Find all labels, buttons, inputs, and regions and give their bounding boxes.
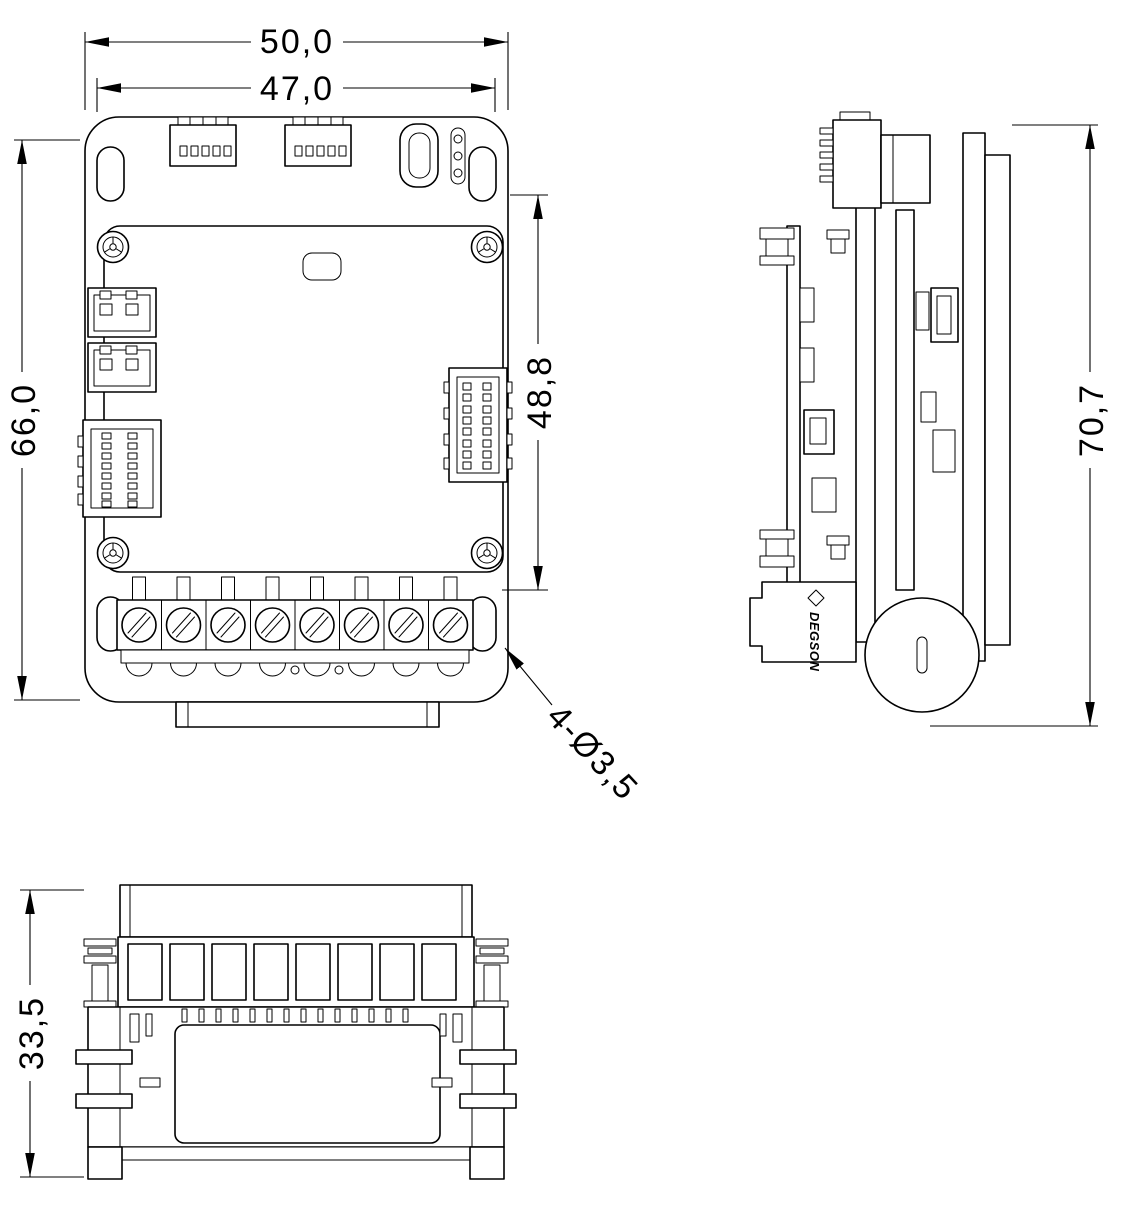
screw-bottom-left [96,536,130,570]
side-components [799,287,959,513]
bottom-housing [119,884,473,938]
degson-logo-diamond [807,589,825,607]
dim-side-overall-height: 70,7 [930,124,1111,727]
side-top-connector [819,111,931,209]
dim-label-50: 50,0 [260,23,334,61]
bottom-view [75,884,517,1180]
dim-label-47: 47,0 [260,70,334,108]
top-connector-1 [169,116,237,167]
mounting-slot-top-left [96,146,125,202]
side-heatsink-plate [984,154,1011,646]
pcb-outline [103,225,504,573]
dim-label-66: 66,0 [5,383,43,457]
brand-text: DEGSON [807,612,822,671]
side-view: DEGSON [749,111,1011,713]
screw-top-left [96,230,130,264]
side-cover-plate [962,132,986,662]
dim-front-inner-width: 47,0 [96,65,496,112]
side-fasteners [759,227,850,568]
top-connector-2 [284,116,352,167]
degson-connector: DEGSON [749,581,857,671]
bottom-feet [87,1146,505,1180]
side-pcb-1 [855,142,876,643]
dim-bottom-overall-height: 33,5 [12,889,84,1178]
dim-label-48-8: 48,8 [521,355,559,429]
dim-front-overall-height: 66,0 [4,139,80,701]
usb-c-connector [399,123,439,188]
bottom-center-module [174,1024,441,1144]
dim-label-33-5: 33,5 [13,996,51,1070]
side-pcb-2 [895,209,915,591]
dim-front-overall-width: 50,0 [84,18,509,110]
dim-label-holes: 4-Ø3,5 [539,698,646,809]
left-connector-1 [87,287,157,338]
dim-label-70-7: 70,7 [1073,383,1111,457]
shaft-circle [864,597,980,713]
terminal-block [116,576,474,677]
dim-mounting-holes: 4-Ø3,5 [504,647,646,809]
left-end-hardware [83,938,117,1008]
pcb-cutout [302,252,342,281]
screw-top-right [470,230,504,264]
left-connector-2 [87,342,157,393]
pin-indicator-pads [450,127,466,185]
front-view [77,116,513,728]
bottom-side-details [75,1013,517,1109]
right-end-hardware [475,938,509,1008]
right-header-connector [443,367,513,483]
screw-bottom-right [470,536,504,570]
bottom-pin-row [181,1008,409,1023]
mounting-slot-top-right [468,146,497,202]
dim-front-right-height: 48,8 [502,194,559,591]
left-header-connector [77,419,162,518]
bottom-tab [175,701,440,728]
terminal-cavities [127,943,457,1001]
